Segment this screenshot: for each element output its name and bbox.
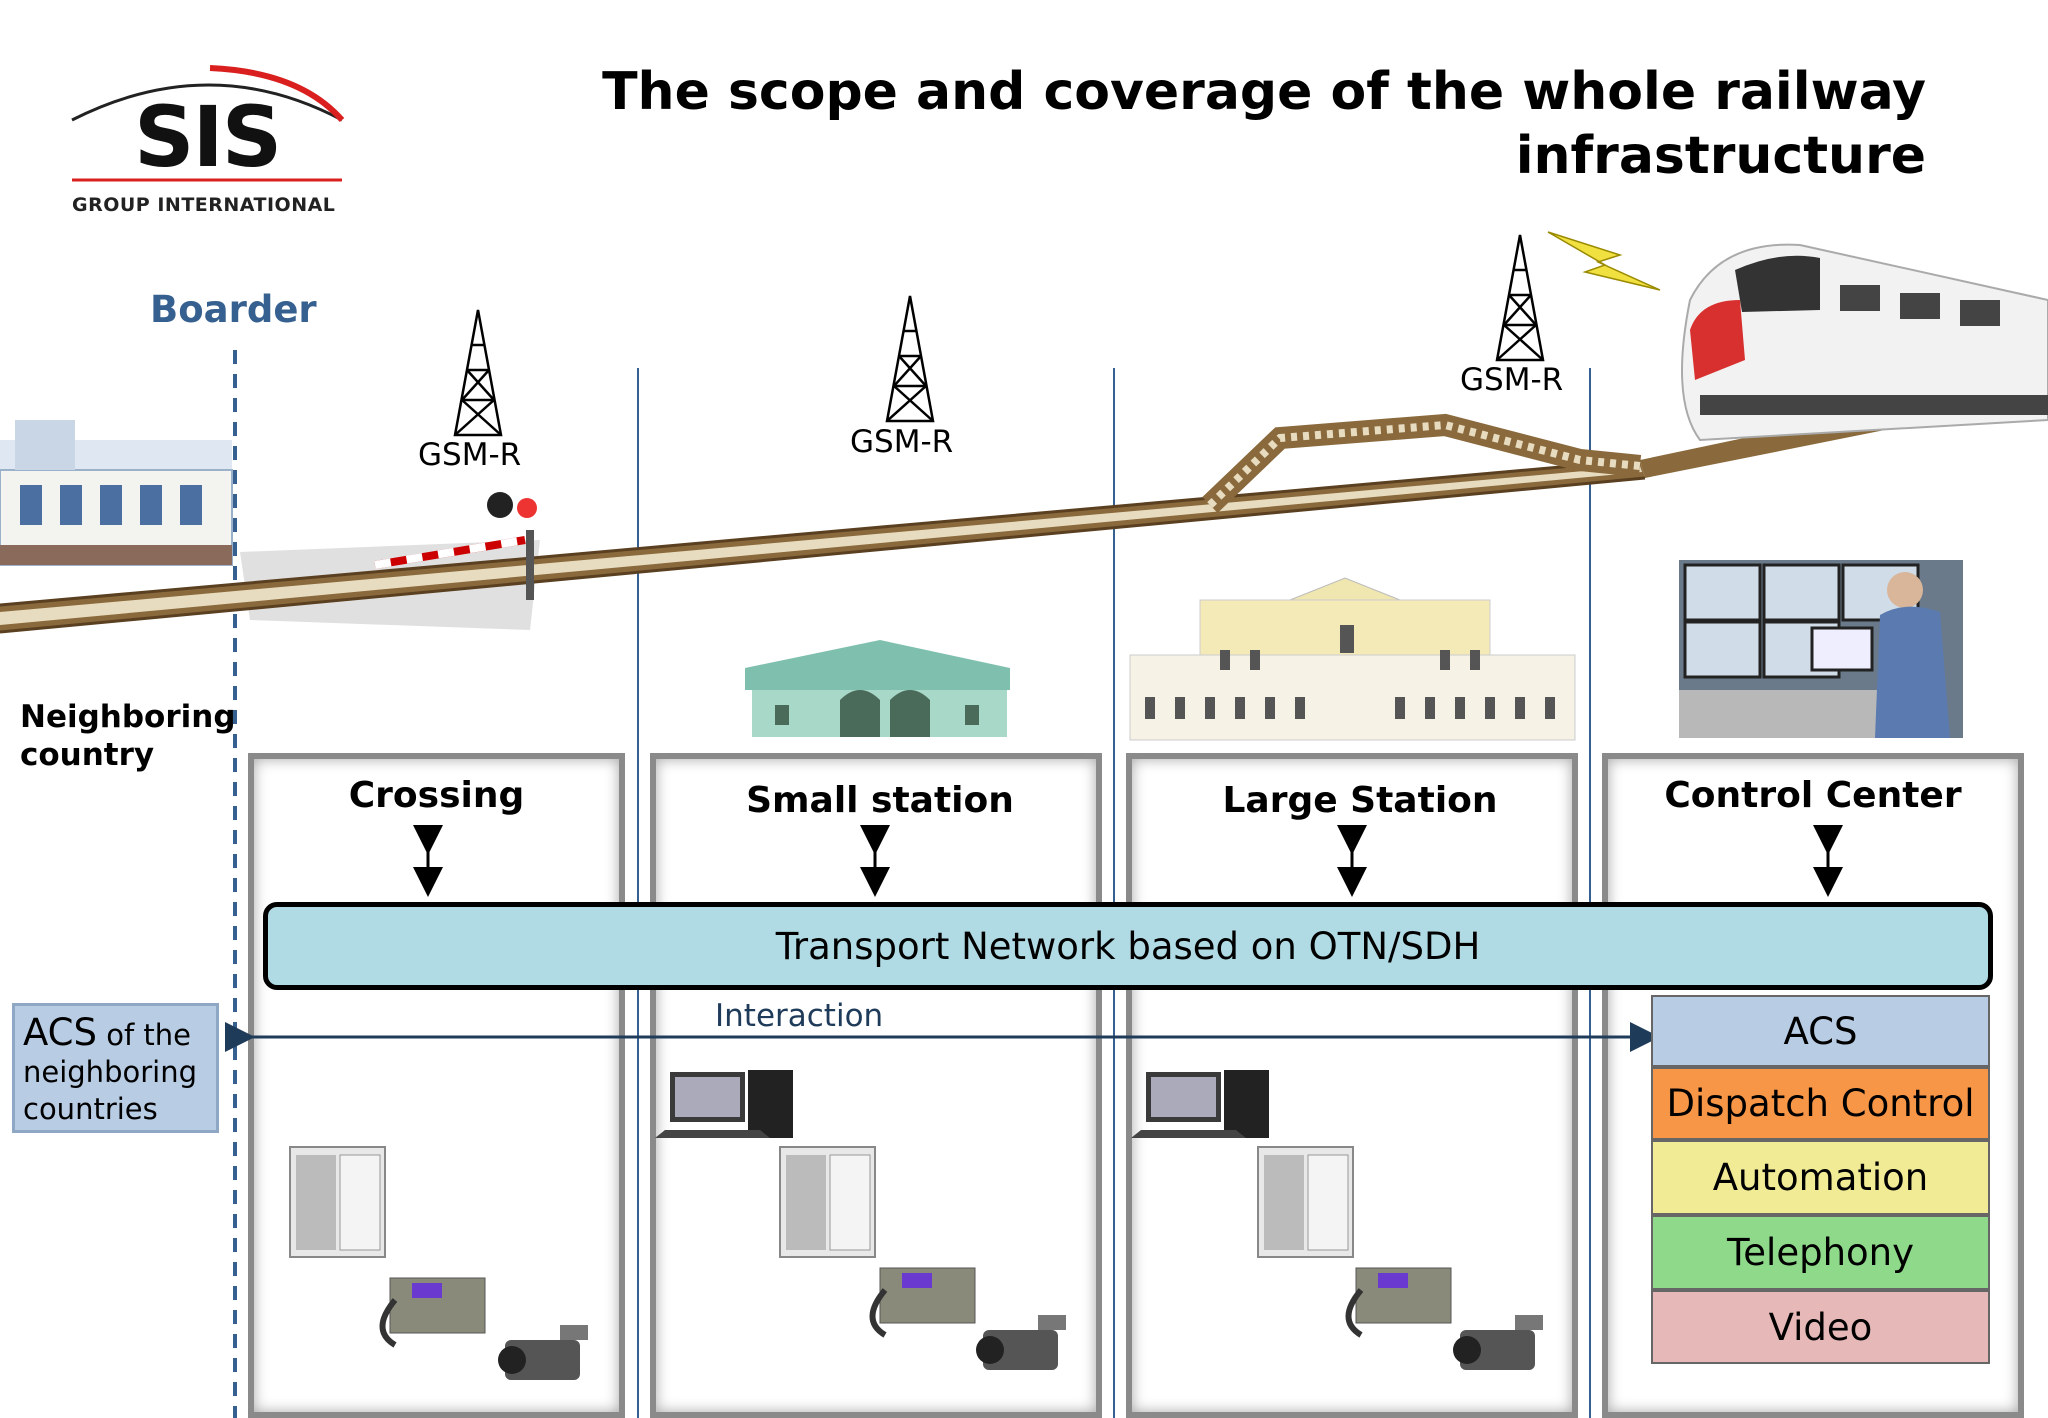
gsm-tower [453,309,503,437]
small-station-image [745,640,1010,737]
gsm-tower [1495,234,1545,362]
column-title-large-station: Large Station [1222,780,1498,821]
column-title-crossing: Crossing [348,775,525,816]
page-title: The scope and coverage of the whole rail… [602,62,1926,186]
radio-signal-icon [1547,231,1661,291]
gsm-label: GSM-R [850,424,954,460]
layer-dispatch-control: Dispatch Control [1651,1067,1990,1140]
crossing-barrier [374,492,537,600]
control-room-image [1679,560,1963,738]
border-label: Boarder [150,288,317,331]
acs-neighboring-text: of the neighboring countries [23,1018,197,1126]
gsm-tower [885,295,935,423]
neighboring-country-label: Neighboring country [20,699,236,773]
train-image [1681,243,2048,442]
cctv-camera-icon [976,1315,1066,1370]
phone-console-icon [379,1277,486,1348]
border-station-image [0,420,233,566]
phone-console-icon [1345,1267,1452,1338]
cctv-camera-icon [498,1325,588,1380]
transport-network-bar: Transport Network based on OTN/SDH [263,902,1993,990]
layer-automation: Automation [1651,1140,1990,1215]
layer-telephony: Telephony [1651,1215,1990,1290]
large-station-image [1129,577,1576,741]
server-rack-icon [779,1146,876,1258]
layer-acs: ACS [1651,995,1990,1067]
acs-neighboring-acronym: ACS [23,1011,97,1054]
siding-track [1202,413,1642,513]
server-rack-icon [289,1146,386,1258]
interaction-label: Interaction [715,998,884,1034]
main-track [0,458,1646,634]
logo-wordmark: SIS [134,88,282,186]
workstation-icon [655,1070,793,1138]
acs-neighboring-box: ACS of the neighboring countries [12,1003,219,1133]
server-rack-icon [1257,1146,1354,1258]
gsm-label: GSM-R [1460,362,1564,398]
cctv-camera-icon [1453,1315,1543,1370]
layer-video: Video [1651,1290,1990,1364]
column-title-control-center: Control Center [1664,775,1962,816]
company-logo [71,65,345,182]
workstation-icon [1131,1070,1269,1138]
gsm-label: GSM-R [418,437,522,473]
column-title-small-station: Small station [746,780,1014,821]
logo-subtitle: GROUP INTERNATIONAL [72,194,336,216]
phone-console-icon [869,1267,976,1338]
